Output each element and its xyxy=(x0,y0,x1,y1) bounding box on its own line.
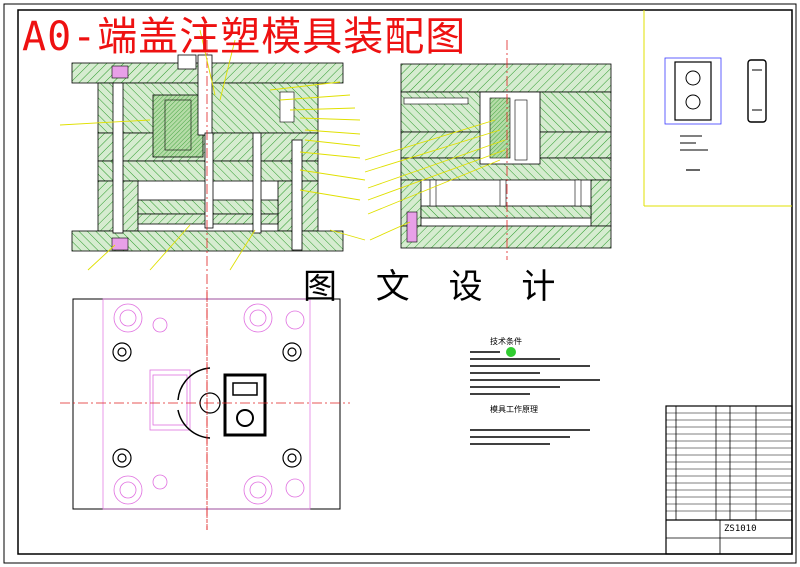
drawing-frame xyxy=(3,3,797,564)
leader-lines-right xyxy=(364,119,506,241)
product-view xyxy=(643,10,792,207)
mold-principle-title: 模具工作原理 xyxy=(490,405,538,414)
note-marker xyxy=(506,347,516,357)
plan-view xyxy=(60,290,350,530)
front-section-view xyxy=(71,40,344,530)
tech-requirements-title: 技术条件 xyxy=(490,337,522,346)
leader-lines-left xyxy=(59,29,366,271)
technical-notes xyxy=(470,351,600,445)
watermark-text: 图 文 设 计 xyxy=(303,267,570,307)
side-section-view xyxy=(400,40,612,260)
drawing-title: A0-端盖注塑模具装配图 xyxy=(22,14,467,60)
cavity-insert xyxy=(223,373,267,437)
parts-list-rows xyxy=(666,412,792,512)
title-block xyxy=(665,405,793,555)
drawing-number: ZS1010 xyxy=(724,524,757,534)
